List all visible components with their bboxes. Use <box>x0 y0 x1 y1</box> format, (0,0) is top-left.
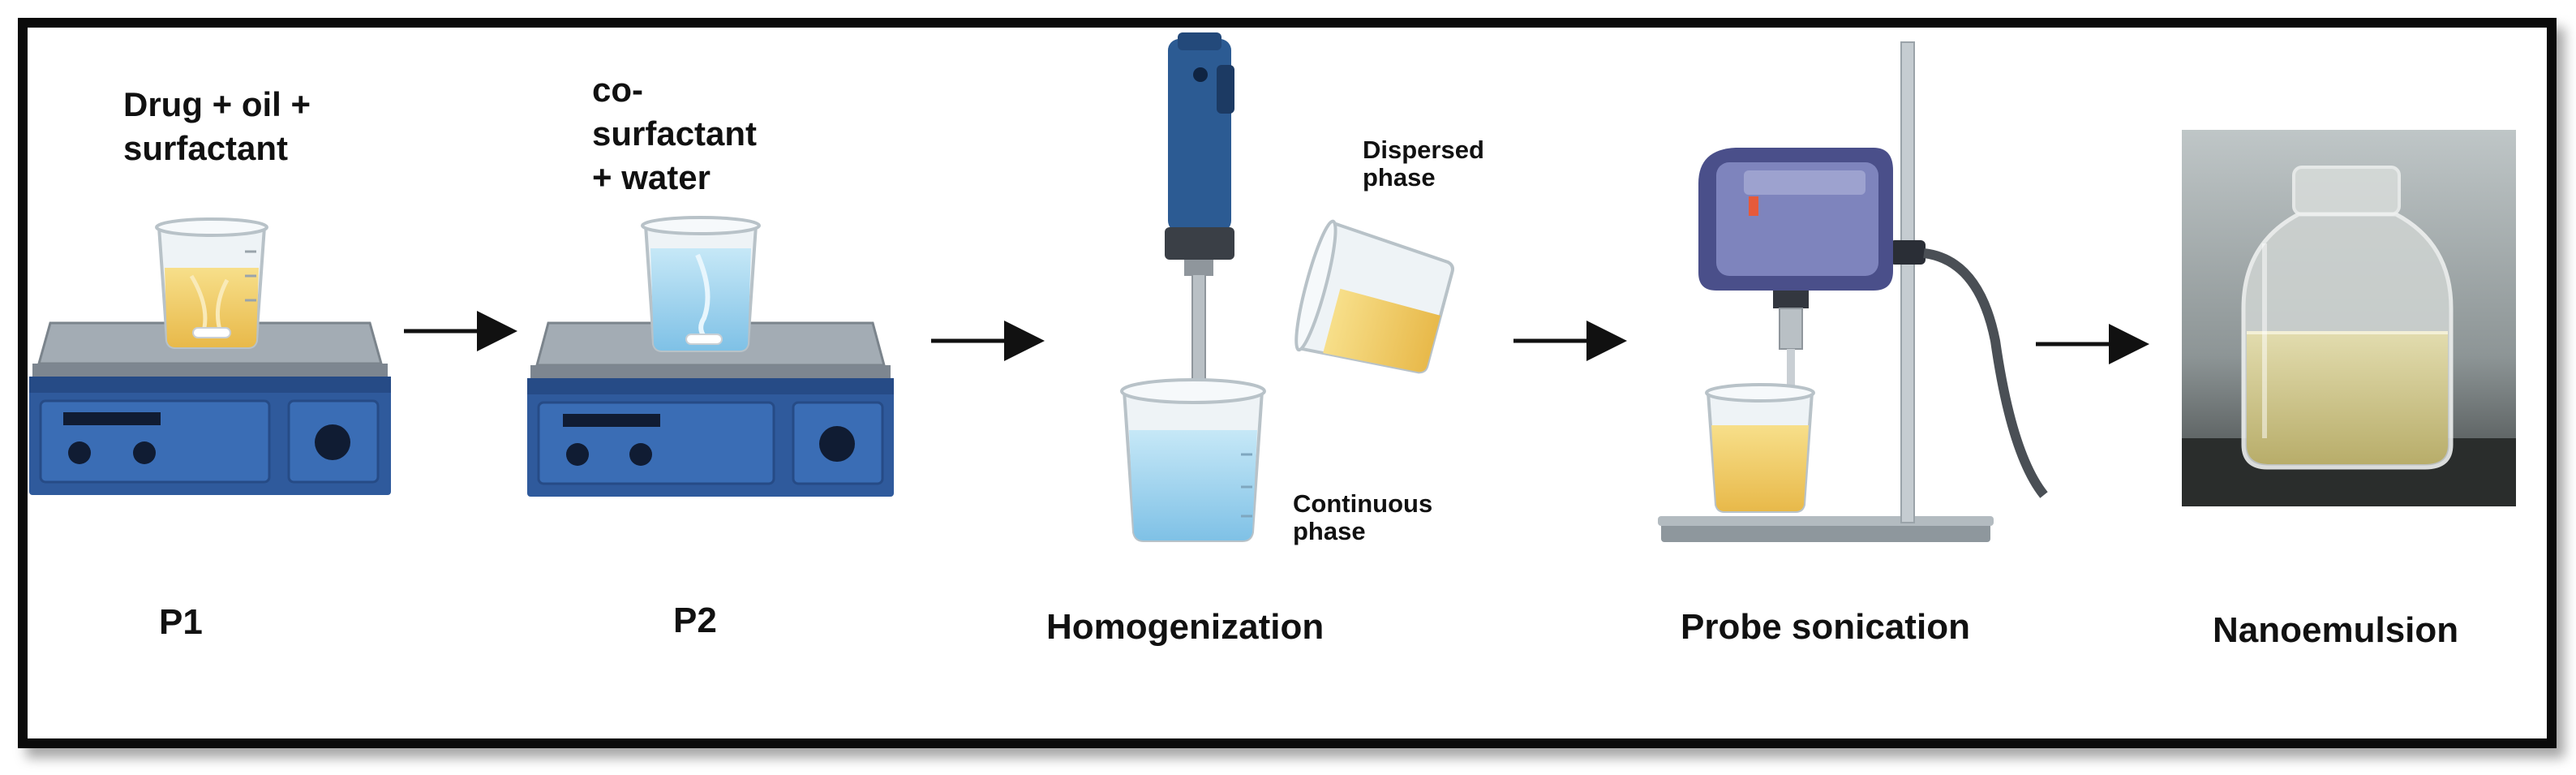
hotplate-icon <box>29 321 391 495</box>
continuous-phase-line-1: Continuous <box>1293 489 1433 518</box>
beaker-icon <box>1120 378 1266 542</box>
step-label-homogenization: Homogenization <box>1046 607 1324 647</box>
p2-inputs-line-1: co- <box>592 71 643 109</box>
vial-photo <box>2182 130 2516 506</box>
p1-inputs-label: Drug + oil + surfactant <box>123 83 311 170</box>
hotplate-icon <box>527 321 894 497</box>
step-label-nanoemulsion: Nanoemulsion <box>2213 610 2459 650</box>
continuous-phase-label: Continuous phase <box>1293 490 1432 545</box>
beaker-icon <box>641 216 761 352</box>
p1-inputs-line-1: Drug + oil + <box>123 85 311 123</box>
step-label-probe-sonication: Probe sonication <box>1681 607 1970 647</box>
continuous-phase-line-2: phase <box>1293 517 1366 545</box>
beaker-icon <box>1705 383 1815 513</box>
p2-inputs-label: co- surfactant + water <box>592 68 757 200</box>
dispersed-phase-label: Dispersed phase <box>1363 136 1484 192</box>
step-label-p2: P2 <box>673 601 717 640</box>
beaker-icon <box>1294 219 1454 374</box>
beaker-icon <box>155 217 268 349</box>
dispersed-phase-line-1: Dispersed <box>1363 136 1484 164</box>
step-label-p1: P1 <box>159 602 203 642</box>
sonicator-icon <box>1658 41 2048 542</box>
homogenizer-icon <box>1165 32 1234 397</box>
dispersed-phase-line-2: phase <box>1363 163 1436 192</box>
diagram-frame <box>18 18 2557 748</box>
p1-inputs-line-2: surfactant <box>123 129 289 167</box>
p2-inputs-line-2: surfactant <box>592 114 758 153</box>
p2-inputs-line-3: + water <box>592 158 711 196</box>
